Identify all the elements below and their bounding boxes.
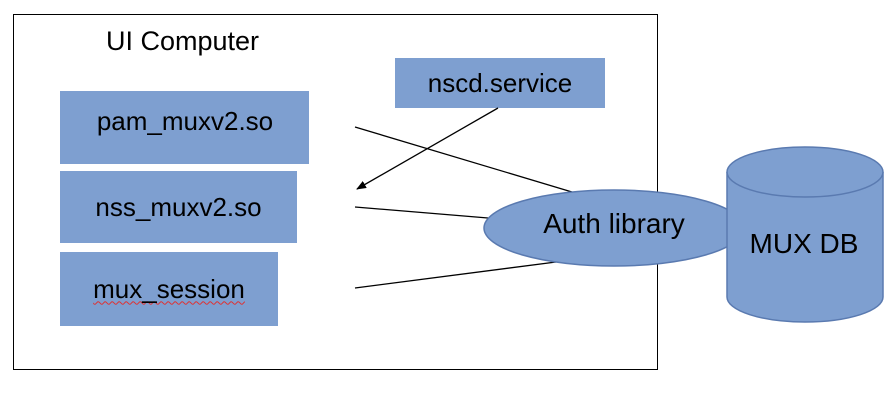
nss-module-box: nss_muxv2.so [60, 171, 297, 243]
mux-db-label: MUX DB [749, 228, 859, 259]
ui-computer-title: UI Computer [106, 26, 260, 56]
auth-library-label: Auth library [543, 208, 685, 239]
pam-module-box: pam_muxv2.so [60, 91, 309, 164]
pam-module-label: pam_muxv2.so [96, 106, 274, 136]
nscd-service-label: nscd.service [427, 67, 573, 98]
nss-module-label: nss_muxv2.so [95, 191, 262, 222]
mux-session-label: mux_session [93, 273, 245, 304]
mux-session-box: mux_session [60, 252, 278, 326]
nscd-service-box: nscd.service [395, 58, 605, 108]
